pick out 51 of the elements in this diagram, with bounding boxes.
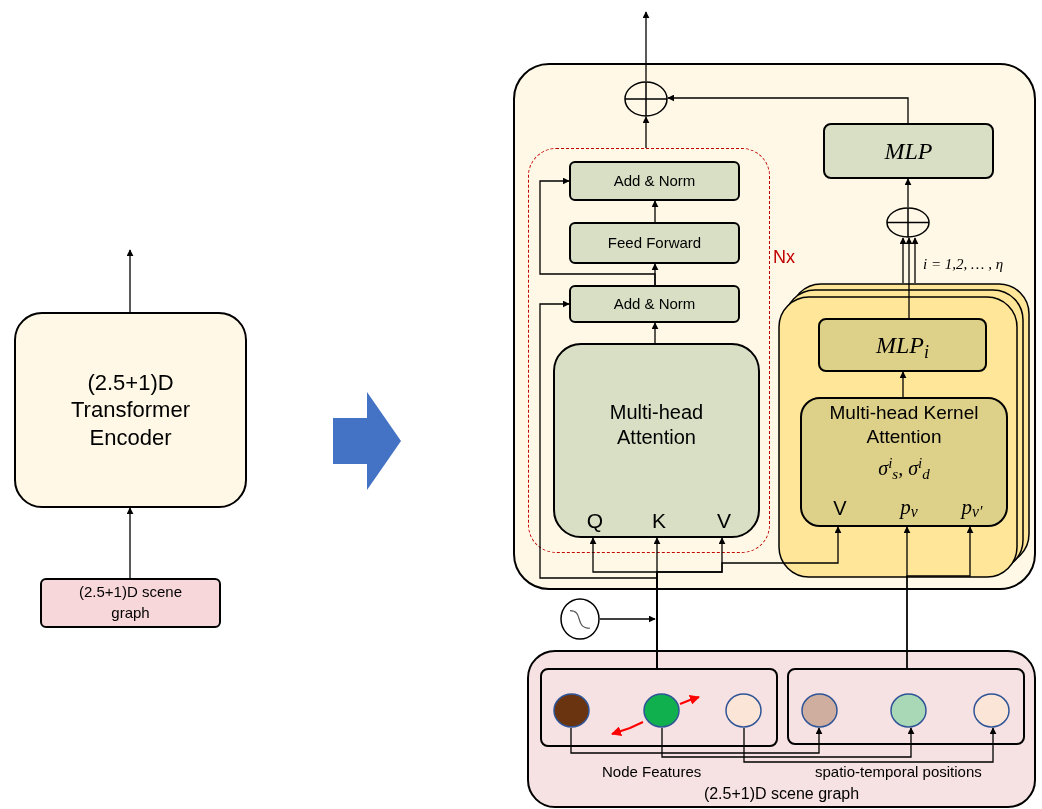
arrow	[651, 322, 659, 344]
label-text: (2.5+1)D Transformer Encoder	[70, 368, 191, 452]
arrow	[904, 178, 912, 208]
label-text: MLP$_{i}$	[876, 331, 929, 363]
label-text: V	[833, 496, 847, 521]
process-box	[527, 650, 1036, 808]
arrow	[899, 371, 907, 398]
label-text: V	[717, 507, 731, 534]
arrow	[679, 695, 700, 705]
process-box	[800, 397, 1008, 527]
process-box	[569, 285, 740, 323]
process-box	[823, 123, 994, 179]
label-text: K	[652, 507, 666, 534]
arrow	[126, 507, 134, 579]
arrow	[661, 727, 915, 758]
arrow	[570, 727, 823, 754]
arrow	[899, 237, 907, 284]
arrow	[642, 116, 650, 149]
arrow	[906, 526, 974, 669]
process-box	[569, 222, 740, 264]
arrow	[642, 11, 650, 82]
process-box	[513, 63, 1036, 590]
label-text: Add & Norm	[613, 293, 696, 314]
arrow	[611, 721, 644, 736]
arrow	[911, 237, 919, 284]
process-box	[569, 161, 740, 201]
process-box	[818, 318, 987, 372]
label-text: Multi-head Kernel Attention	[828, 401, 980, 449]
label-text: Add & Norm	[613, 170, 696, 191]
arrow	[667, 94, 909, 124]
label-text: (2.5+1)D scene graph	[78, 582, 183, 623]
process-box	[553, 343, 760, 538]
label-text: spatio-temporal positions	[815, 762, 982, 782]
label-text: p$_{v}$	[900, 493, 918, 523]
arrow	[126, 249, 134, 313]
label-text: (2.5+1)D scene graph	[702, 784, 861, 804]
label-text: Q	[586, 507, 604, 534]
label-text: Feed Forward	[607, 232, 702, 253]
process-box	[40, 578, 221, 628]
label-text: Multi-head Attention	[608, 400, 705, 450]
arrow	[651, 200, 659, 223]
label-text: Nx	[773, 246, 795, 269]
label-text: Node Features	[602, 762, 702, 782]
label-text: MLP	[884, 137, 933, 166]
arrow	[743, 727, 997, 763]
arrow	[599, 615, 656, 623]
index-range-label: i = 1,2, … , η	[923, 255, 1004, 274]
process-box	[14, 312, 247, 508]
arrow	[539, 177, 656, 286]
label-text: p$_{v′}$	[961, 493, 983, 523]
arrow	[905, 237, 913, 319]
